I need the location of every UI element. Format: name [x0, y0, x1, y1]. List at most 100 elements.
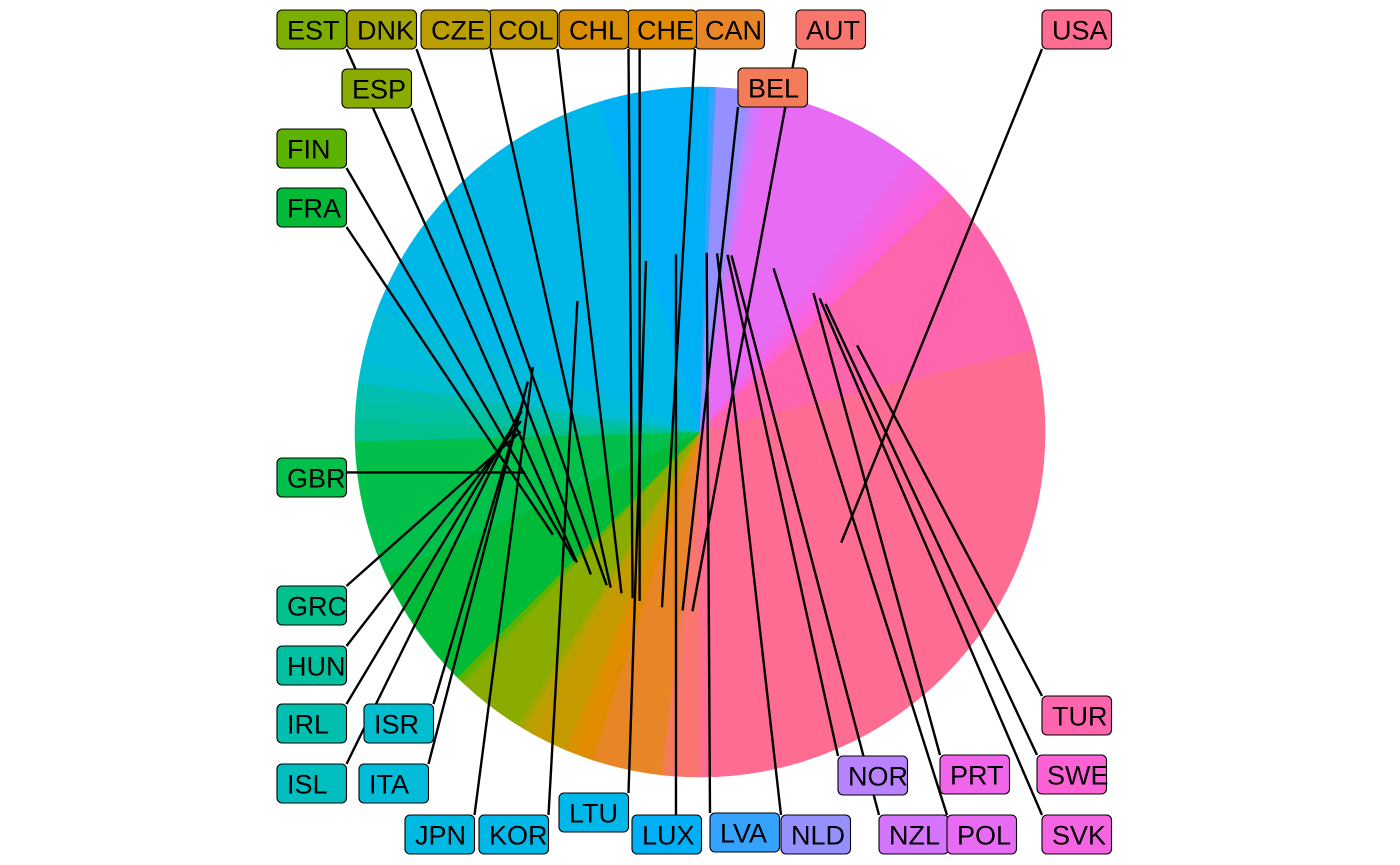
slice-label-box [780, 814, 852, 855]
leader-line-bel [681, 106, 740, 611]
slice-label-gbr: GBR [276, 457, 348, 498]
slice-label-box [478, 814, 550, 855]
slice-label-box [341, 68, 413, 109]
slice-label-box [1041, 695, 1113, 736]
slice-label-text: CZE [431, 16, 485, 46]
slice-label-esp: ESP [341, 68, 413, 109]
leader-line-nor [726, 254, 840, 757]
leader-line-esp [410, 107, 592, 575]
slice-label-box [276, 703, 348, 744]
slice-label-text: SVK [1052, 821, 1106, 851]
leader-line-ita [427, 381, 529, 765]
leader-line-tur [856, 344, 1044, 697]
slice-label-text: IRL [287, 710, 329, 740]
slice-label-svk: SVK [1041, 814, 1113, 855]
slice-label-text: HUN [287, 652, 346, 682]
slice-label-text: ISR [374, 710, 419, 740]
slice-label-text: USA [1052, 16, 1108, 46]
leader-line-cze [489, 48, 612, 588]
slice-label-box [837, 755, 909, 796]
slice-label-usa: USA [1041, 9, 1113, 50]
slice-label-irl: IRL [276, 703, 348, 744]
leader-line-jpn [473, 366, 535, 816]
slice-label-text: FIN [287, 135, 331, 165]
slice-label-text: CHL [569, 16, 623, 46]
pie-slice-gbr [354, 431, 701, 576]
slice-label-text: CHE [637, 16, 694, 46]
slice-label-text: LVA [720, 819, 767, 849]
slice-label-cze: CZE [420, 9, 492, 50]
slice-label-ita: ITA [358, 763, 430, 804]
leader-line-lva [705, 252, 712, 814]
slice-label-nor: NOR [837, 755, 909, 796]
slice-label-box [276, 9, 348, 50]
leader-line-svk [818, 297, 1044, 816]
slice-label-box [795, 9, 867, 50]
slice-labels: AUTBELCANCHECHLCOLCZEDNKESPESTFINFRAGBRG… [276, 9, 1113, 855]
slice-label-text: ITA [369, 770, 409, 800]
slice-label-jpn: JPN [404, 814, 476, 855]
slice-label-box [558, 792, 630, 833]
slice-label-nld: NLD [780, 814, 852, 855]
slice-label-ltu: LTU [558, 792, 630, 833]
slice-label-fin: FIN [276, 128, 348, 169]
slice-label-box [631, 814, 703, 855]
slice-label-text: POL [957, 821, 1011, 851]
leader-line-prt [812, 292, 942, 756]
slice-label-box [363, 703, 435, 744]
leader-line-hun [345, 420, 522, 647]
slice-label-text: AUT [806, 16, 860, 46]
leader-line-nld [715, 253, 783, 816]
slice-label-text: BEL [748, 74, 799, 104]
slice-label-che: CHE [626, 9, 698, 50]
slice-label-prt: PRT [939, 754, 1011, 795]
leader-line-est [345, 48, 579, 564]
slice-label-text: DNK [357, 16, 414, 46]
slice-label-lux: LUX [631, 814, 703, 855]
slice-label-pol: POL [946, 814, 1018, 855]
leader-line-dnk [415, 48, 608, 586]
leader-line-isr [432, 400, 525, 705]
slice-label-kor: KOR [478, 814, 550, 855]
slice-label-text: GRC [287, 592, 347, 622]
leader-line-nzl [730, 255, 881, 816]
slice-label-swe: SWE [1036, 754, 1109, 795]
slice-label-est: EST [276, 9, 348, 50]
label-leader-lines [345, 48, 1044, 816]
slice-label-text: NZL [889, 821, 940, 851]
slice-label-text: ESP [352, 75, 406, 105]
slice-label-box [737, 67, 809, 108]
slice-label-box [358, 763, 430, 804]
slice-label-text: FRA [287, 194, 341, 224]
slice-label-box [276, 457, 348, 498]
leader-line-pol [772, 268, 949, 816]
slice-label-text: LTU [569, 799, 618, 829]
slice-label-chl: CHL [558, 9, 630, 50]
slice-label-text: GBR [287, 464, 346, 494]
leader-line-kor [547, 300, 579, 816]
slice-label-text: NLD [791, 821, 845, 851]
slice-label-text: TUR [1052, 702, 1108, 732]
slice-label-dnk: DNK [346, 9, 418, 50]
slice-label-grc: GRC [276, 585, 348, 626]
leader-line-col [556, 48, 623, 594]
slice-label-text: NOR [848, 762, 908, 792]
slice-label-nzl: NZL [878, 814, 950, 855]
slice-label-hun: HUN [276, 645, 348, 686]
slice-label-bel: BEL [737, 67, 809, 108]
slice-label-isl: ISL [276, 763, 348, 804]
slice-label-box [276, 645, 348, 686]
slice-label-box [946, 814, 1018, 855]
leader-line-chl [627, 48, 634, 599]
slice-label-text: LUX [642, 821, 695, 851]
pie-slice-usa [699, 348, 1046, 778]
slice-label-box [709, 812, 781, 853]
slice-label-tur: TUR [1041, 695, 1113, 736]
slice-label-box [276, 585, 348, 626]
slice-label-box [404, 814, 476, 855]
leader-line-swe [824, 303, 1039, 756]
slice-label-box [1041, 814, 1113, 855]
pie-slice-fra [385, 431, 701, 678]
slice-label-text: JPN [415, 821, 466, 851]
